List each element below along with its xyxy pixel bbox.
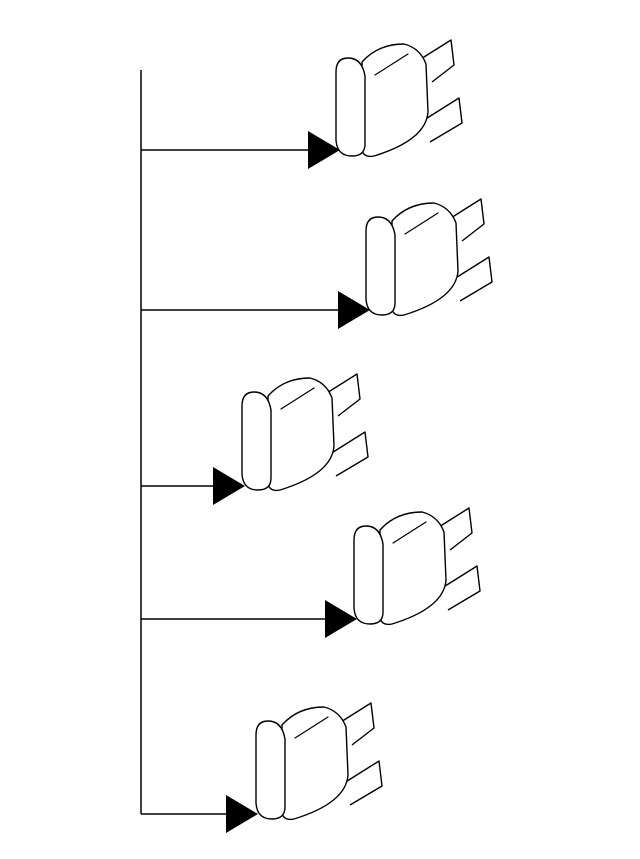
arrowhead (226, 795, 258, 833)
arrowhead (325, 600, 357, 638)
branch-4 (141, 507, 481, 638)
blade-fuse-icon (335, 39, 463, 158)
blade-fuse-icon (255, 702, 383, 821)
branch-2 (141, 198, 493, 329)
blade-fuse-icon (353, 507, 481, 626)
branch-1 (141, 39, 463, 169)
arrowhead (338, 291, 370, 329)
branch-5 (141, 702, 383, 833)
branch-3 (141, 373, 369, 505)
arrowhead (308, 131, 340, 169)
blade-fuse-icon (241, 373, 369, 492)
blade-fuse-icon (365, 198, 493, 317)
arrowhead (213, 467, 245, 505)
